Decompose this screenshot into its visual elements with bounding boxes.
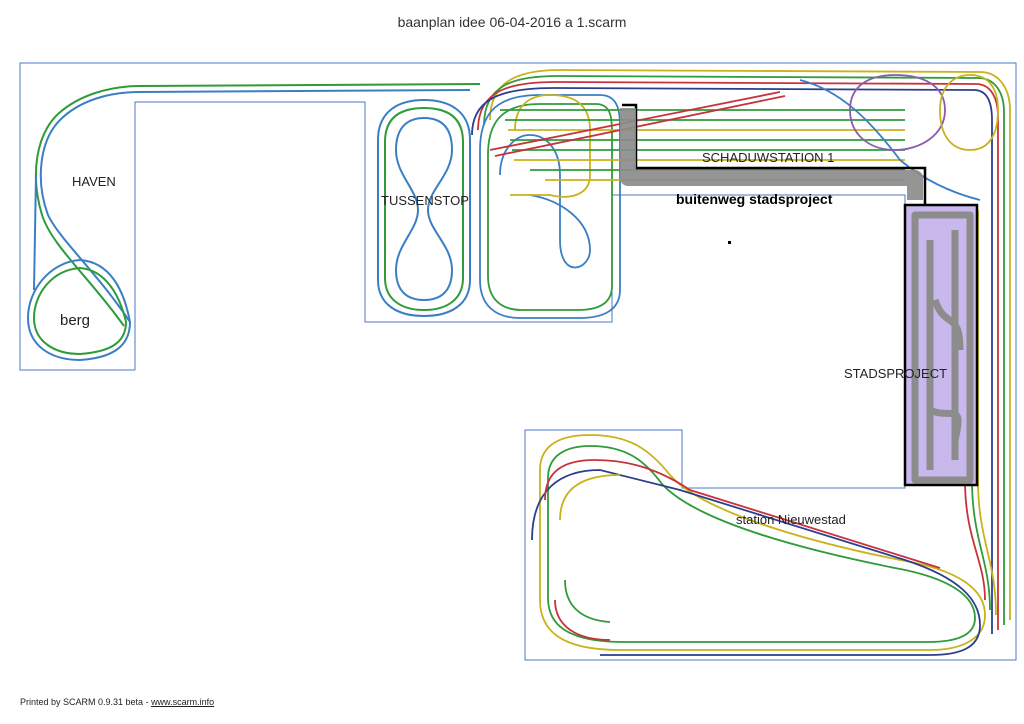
label-haven: HAVEN [72, 174, 116, 189]
footer-text: Printed by SCARM 0.9.31 beta - [20, 697, 152, 707]
tussenstop-tracks [377, 98, 471, 318]
stadsproject-highlight [620, 103, 979, 487]
label-stadsproject: STADSPROJECT [844, 366, 948, 381]
schaduwstation-tracks [471, 69, 1011, 634]
plan-title: baanplan idee 06-04-2016 a 1.scarm [397, 14, 627, 30]
station-nieuwestad-tracks [531, 434, 986, 656]
haven-tracks [26, 83, 481, 362]
label-station-nieuwestad: station Nieuwestad [736, 512, 846, 527]
marker-dot [728, 241, 731, 244]
footer-link[interactable]: www.scarm.info [151, 697, 215, 707]
label-schaduwstation: SCHADUWSTATION 1 [702, 150, 835, 165]
baseboard-outline [19, 62, 1017, 661]
footer: Printed by SCARM 0.9.31 beta - www.scarm… [20, 697, 214, 707]
label-buitenweg: buitenweg stadsproject [676, 191, 833, 207]
label-tussenstop: TUSSENSTOP [381, 193, 469, 208]
label-berg: berg [60, 312, 91, 329]
